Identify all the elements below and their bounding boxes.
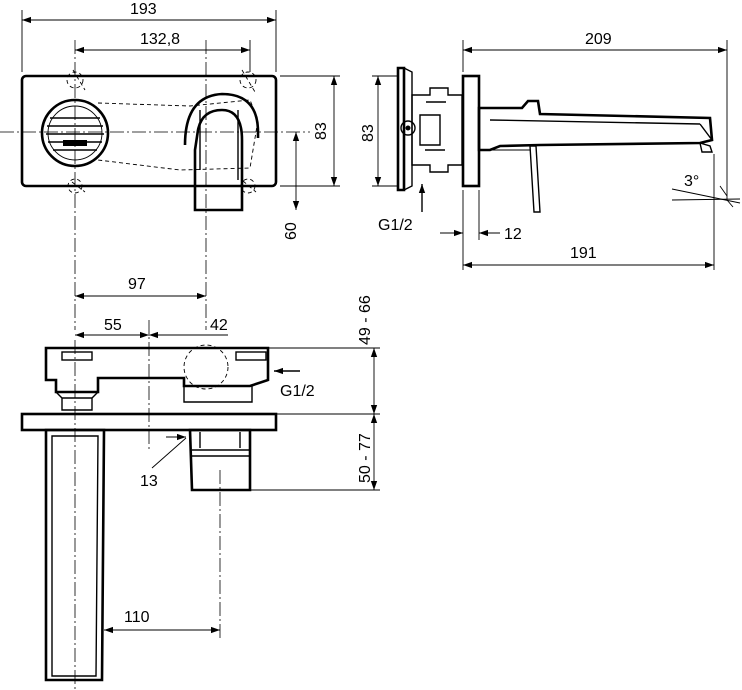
dim-top-spout-length: 110 — [124, 609, 150, 626]
front-view: 193 132,8 83 60 — [0, 1, 340, 330]
side-spout — [477, 99, 714, 152]
side-connection-label: G1/2 — [378, 217, 413, 234]
dim-top-spout-offset: 55 — [104, 317, 122, 334]
side-view: G1/2 83 209 12 191 3° — [360, 31, 741, 270]
dim-top-spout-to-body: 97 — [128, 276, 146, 293]
dim-front-center-to-bottom: 60 — [283, 222, 300, 240]
top-spout — [44, 428, 106, 682]
dim-front-plate-height: 83 — [313, 122, 330, 140]
dim-front-center-distance: 132,8 — [140, 31, 180, 48]
front-mixer-knob — [40, 98, 110, 168]
dim-side-angle: 3° — [684, 173, 699, 190]
dim-top-thread-length: 13 — [140, 473, 158, 490]
dim-top-mounting-depth: 49 - 66 — [357, 295, 374, 345]
dim-side-plate-height: 83 — [360, 124, 377, 142]
dim-top-body-offset: 42 — [210, 317, 228, 334]
top-concealed-body — [44, 346, 270, 394]
side-front-plate — [461, 74, 481, 188]
dim-side-flange: 12 — [504, 226, 522, 243]
dim-top-extension: 50 - 77 — [357, 433, 374, 483]
top-connection-label: G1/2 — [280, 383, 315, 400]
front-wall-plate — [20, 74, 278, 188]
dim-front-total-width: 193 — [130, 1, 157, 18]
dim-side-spout-reach: 191 — [570, 245, 597, 262]
front-spout-lever — [183, 92, 260, 146]
dim-side-projection: 209 — [585, 31, 612, 48]
top-view: G1/2 97 55 42 49 - 66 50 - 77 13 110 — [20, 276, 380, 690]
